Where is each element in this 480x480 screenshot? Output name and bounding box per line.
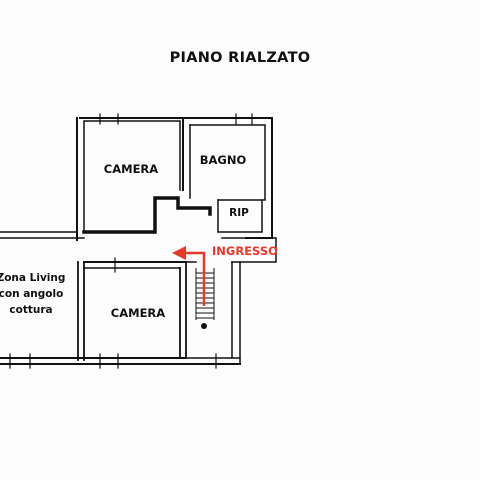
living-line-2: con angolo (0, 288, 64, 300)
room-label-camera-bottom: CAMERA (110, 306, 166, 320)
stair-post (201, 323, 207, 329)
living-line-1: Zona Living (0, 272, 66, 284)
living-line-3: cottura (9, 304, 53, 316)
entrance-label: INGRESSO (212, 244, 278, 258)
room-label-living: Zona Living con angolo cottura (0, 270, 70, 318)
entrance-arrow (184, 251, 206, 306)
walls (0, 113, 277, 369)
arrow-head-icon (172, 246, 186, 260)
room-label-bagno: BAGNO (199, 153, 247, 167)
plan-title: PIANO RIALZATO (169, 50, 311, 66)
room-label-rip: RIP (229, 207, 249, 219)
room-label-camera: CAMERA (103, 162, 159, 176)
